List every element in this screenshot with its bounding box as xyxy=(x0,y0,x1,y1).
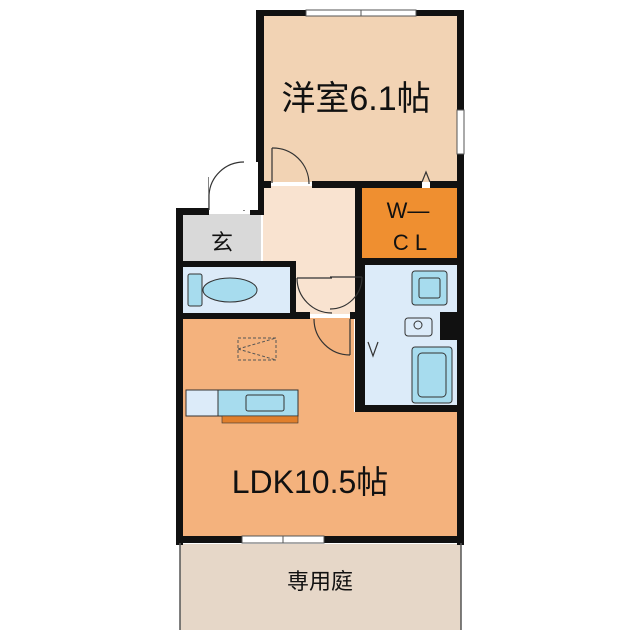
western-room xyxy=(264,14,457,182)
closet-label-line1: W— xyxy=(387,198,430,223)
closet-label-line2: C L xyxy=(393,230,427,255)
entrance-label: 玄 xyxy=(211,230,233,255)
garden-label: 専用庭 xyxy=(287,569,353,594)
fixtures xyxy=(179,270,462,630)
wash-basin xyxy=(404,317,433,337)
bathtub xyxy=(411,346,453,404)
ldk-label: LDK10.5帖 xyxy=(232,464,389,500)
hallway xyxy=(263,186,359,262)
range-hood xyxy=(237,337,277,361)
toilet-bowl xyxy=(202,277,258,303)
private-garden xyxy=(180,544,461,630)
entrance xyxy=(183,214,261,262)
ldk xyxy=(183,318,457,537)
toilet-tank xyxy=(187,273,203,307)
hallway-lower xyxy=(296,262,360,314)
doors xyxy=(208,147,431,358)
windows xyxy=(241,9,465,544)
walk-in-closet xyxy=(362,188,457,261)
western-room-label: 洋室6.1帖 xyxy=(281,80,430,118)
washing-machine xyxy=(411,270,448,306)
